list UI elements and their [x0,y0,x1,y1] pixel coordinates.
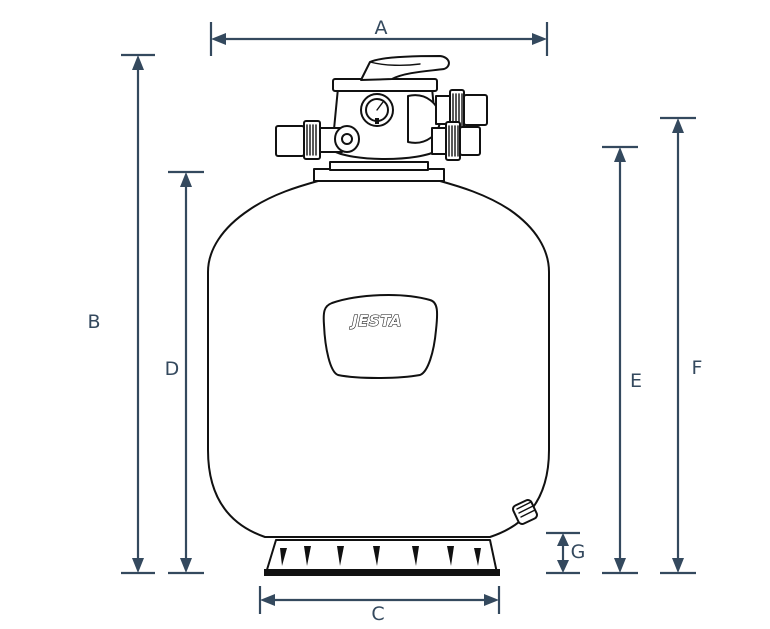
brand-plate: JESTA [322,294,439,379]
dimension-f: F [660,116,703,575]
dimension-label-e: E [630,370,642,392]
dimension-a: A [209,17,549,56]
drain-plug [512,499,538,525]
sand-filter-illustration: JESTA [207,55,550,576]
brand-logo-text: JESTA [349,312,402,330]
dimension-g: G [546,531,586,575]
waste-port [431,121,481,161]
tank-collar [313,161,445,182]
pressure-gauge-icon [360,93,394,127]
dimension-label-b: B [87,311,100,333]
return-port [435,89,488,131]
inlet-port [275,120,360,160]
dimension-label-f: F [692,357,703,379]
dimension-label-c: C [371,603,384,625]
dimension-label-a: A [375,17,388,39]
dimension-c: C [258,586,501,625]
dimension-e: E [602,145,642,575]
dimension-d: D [165,170,204,575]
dimension-label-d: D [165,358,180,380]
dimension-label-g: G [571,541,586,563]
filter-base [264,539,500,576]
dimension-b: B [87,53,155,575]
